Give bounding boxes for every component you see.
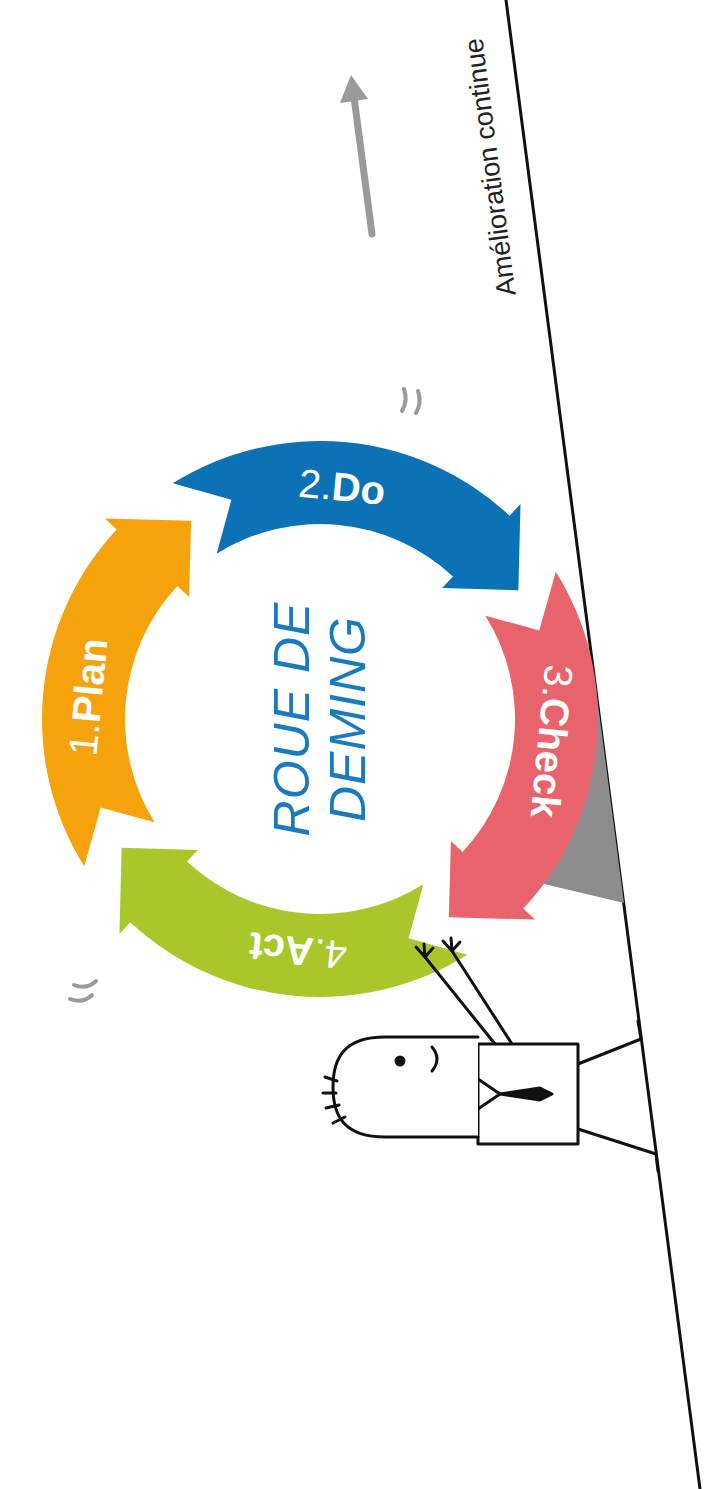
hair (323, 1077, 345, 1123)
slope-line (506, 0, 700, 1489)
step-number: 1. (60, 720, 107, 757)
arrow-segment-shape (119, 848, 467, 997)
legs (578, 1039, 656, 1154)
hands (416, 938, 460, 957)
step-word: Plan (63, 636, 115, 724)
shirt (478, 1044, 578, 1144)
improvement-arrow (340, 75, 372, 234)
wheel-title: ROUE DE DEMING (264, 584, 376, 854)
motion-mark (416, 391, 420, 413)
arrow-head (340, 75, 368, 103)
eye (396, 1057, 404, 1065)
step-label: 2.Do (297, 460, 388, 514)
arrow-segment-shape (449, 572, 598, 920)
step-number: 4. (311, 931, 348, 978)
step-word: Do (330, 464, 387, 513)
step-label: 4.Act (247, 924, 349, 979)
man-drawing (323, 938, 658, 1171)
mouth (432, 1047, 437, 1071)
arrow-shaft (354, 97, 372, 234)
head (333, 1037, 478, 1137)
arrow-segment-shape (42, 518, 191, 866)
motion-mark (70, 995, 92, 1001)
motion-mark (402, 389, 406, 411)
step-word: Act (247, 925, 315, 975)
collar (478, 1079, 500, 1109)
motion-mark (74, 981, 96, 987)
step-number: 3. (535, 663, 582, 700)
tie (500, 1088, 552, 1100)
improvement-caption: Amélioration continue (458, 36, 522, 297)
step-number: 2. (297, 461, 334, 508)
arrow-segment-shape (173, 441, 521, 590)
feet (638, 1021, 658, 1171)
arms (425, 951, 512, 1044)
